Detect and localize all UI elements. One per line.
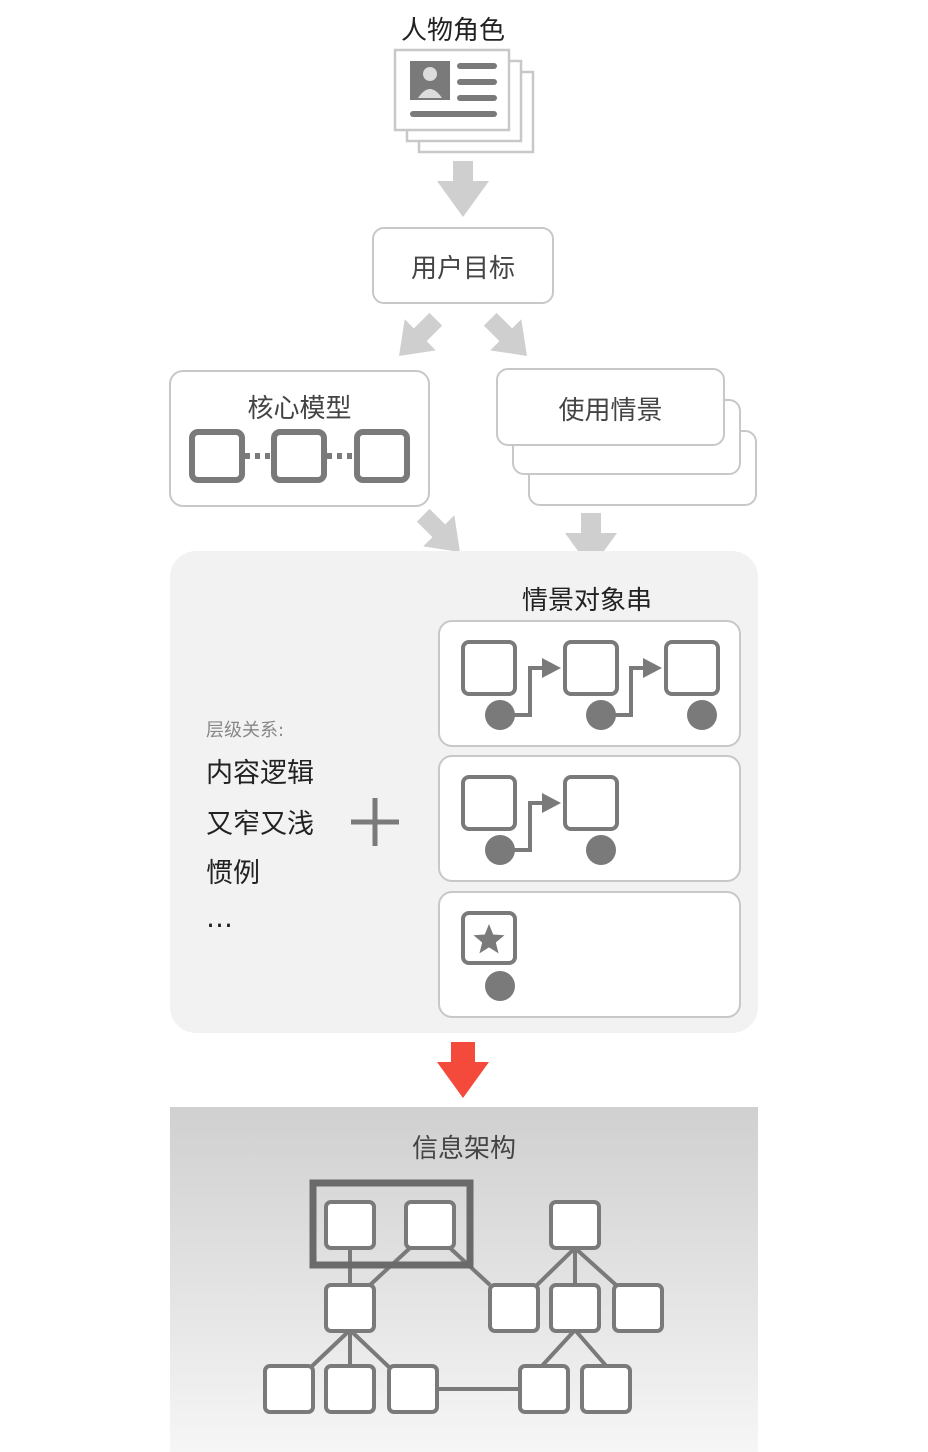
scenario-object-chain-title: 情景对象串 (522, 586, 653, 616)
hierarchy-item: … (206, 903, 233, 934)
plus-icon (351, 798, 399, 846)
user-goals-label: 用户目标 (410, 254, 515, 284)
arrow-down-red-icon (437, 1042, 489, 1098)
usage-scenarios-label: 使用情景 (558, 396, 663, 426)
scenario-chain-3-icon (461, 911, 517, 1001)
hierarchy-heading: 层级关系: (206, 720, 285, 741)
arrow-down-left-icon (399, 312, 443, 356)
core-model-chain-icon (189, 429, 410, 483)
arrow-down-icon (565, 513, 617, 569)
arrow-down-right-icon (483, 312, 527, 356)
hierarchy-item: 又窄又浅 (206, 809, 314, 840)
information-architecture-title: 信息架构 (411, 1134, 516, 1164)
persona-card-icon (393, 48, 535, 154)
user-goals-box: 用户目标 (372, 227, 554, 304)
scenario-chain-2-icon (461, 775, 619, 865)
highlight-frame (309, 1179, 474, 1269)
scenario-chain-1-icon (461, 640, 720, 730)
persona-title: 人物角色 (401, 16, 506, 46)
arrow-down-right-icon (416, 508, 460, 552)
arrow-down-icon (437, 161, 489, 217)
usage-scenarios-box: 使用情景 (496, 368, 725, 446)
hierarchy-item: 内容逻辑 (206, 758, 314, 789)
core-model-label: 核心模型 (247, 394, 352, 424)
hierarchy-item: 惯例 (206, 858, 260, 889)
star-icon (473, 924, 505, 954)
